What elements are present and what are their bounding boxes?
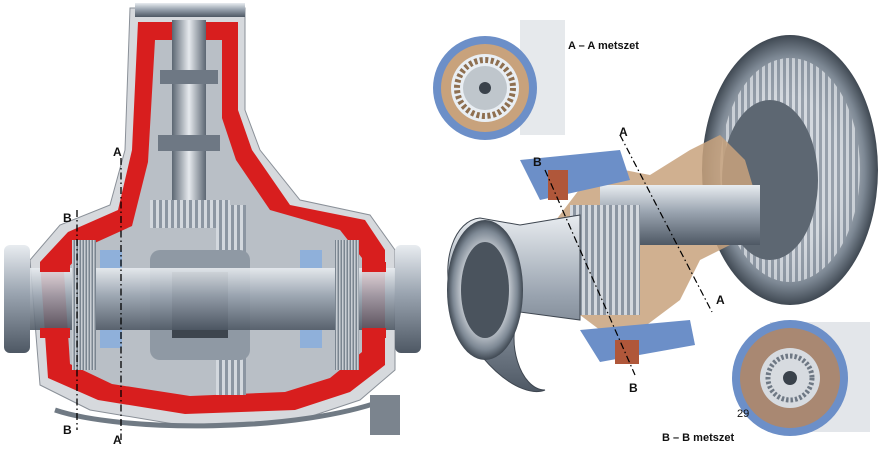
inset-bb-hub (783, 371, 797, 385)
bearing-left-bottom (100, 330, 122, 348)
output-flange-bore (461, 242, 509, 338)
section-line-b (544, 169, 636, 376)
inset-aa-sun-teeth (454, 57, 516, 119)
pump-housing (370, 395, 400, 435)
left-clutch-pack (72, 240, 96, 370)
caption-section-bb: B – B metszet (662, 432, 735, 444)
caption-section-aa: A – A metszet (568, 40, 639, 52)
pinion-bearing-upper (160, 70, 218, 84)
marker-a-bottom-left: A (113, 433, 122, 447)
helical-gear (570, 205, 640, 315)
bearing-right-bottom (300, 330, 322, 348)
input-flange (135, 3, 245, 17)
right-clutch-pack (335, 240, 359, 370)
pinion-bearing-lower (158, 135, 220, 151)
marker-b-bottom-left: B (63, 423, 72, 437)
marker-a-top-left: A (113, 145, 122, 159)
main-exploded-view (447, 35, 878, 392)
inset-bb (732, 320, 870, 436)
inset-bb-spline (765, 353, 815, 403)
seal-left-bottom (40, 328, 70, 338)
left-output-flange (4, 245, 30, 353)
marker-a-top-right: A (619, 125, 628, 139)
bearing-left-top (100, 250, 122, 268)
marker-b-bottom-right: B (629, 381, 638, 395)
page-number: 29 (737, 408, 750, 420)
marker-a-bottom-right: A (716, 293, 725, 307)
seal-left-top (40, 262, 70, 272)
inset-aa (433, 20, 565, 140)
clutch-housing-top (520, 150, 630, 200)
marker-b-top-right: B (533, 155, 542, 169)
right-output-flange (395, 245, 421, 353)
seal-right-bottom (362, 328, 386, 338)
seal-right-top (362, 262, 386, 272)
oil-pipe (54, 395, 391, 429)
clutch-plates-top (548, 170, 568, 200)
marker-b-top-left: B (63, 211, 72, 225)
cross-section-view (4, 3, 421, 440)
bearing-right-top (300, 250, 322, 268)
inset-aa-hub (479, 82, 491, 94)
pinion-shaft (172, 20, 206, 210)
section-line-a (619, 134, 713, 313)
clutch-plates-bottom (615, 340, 639, 364)
